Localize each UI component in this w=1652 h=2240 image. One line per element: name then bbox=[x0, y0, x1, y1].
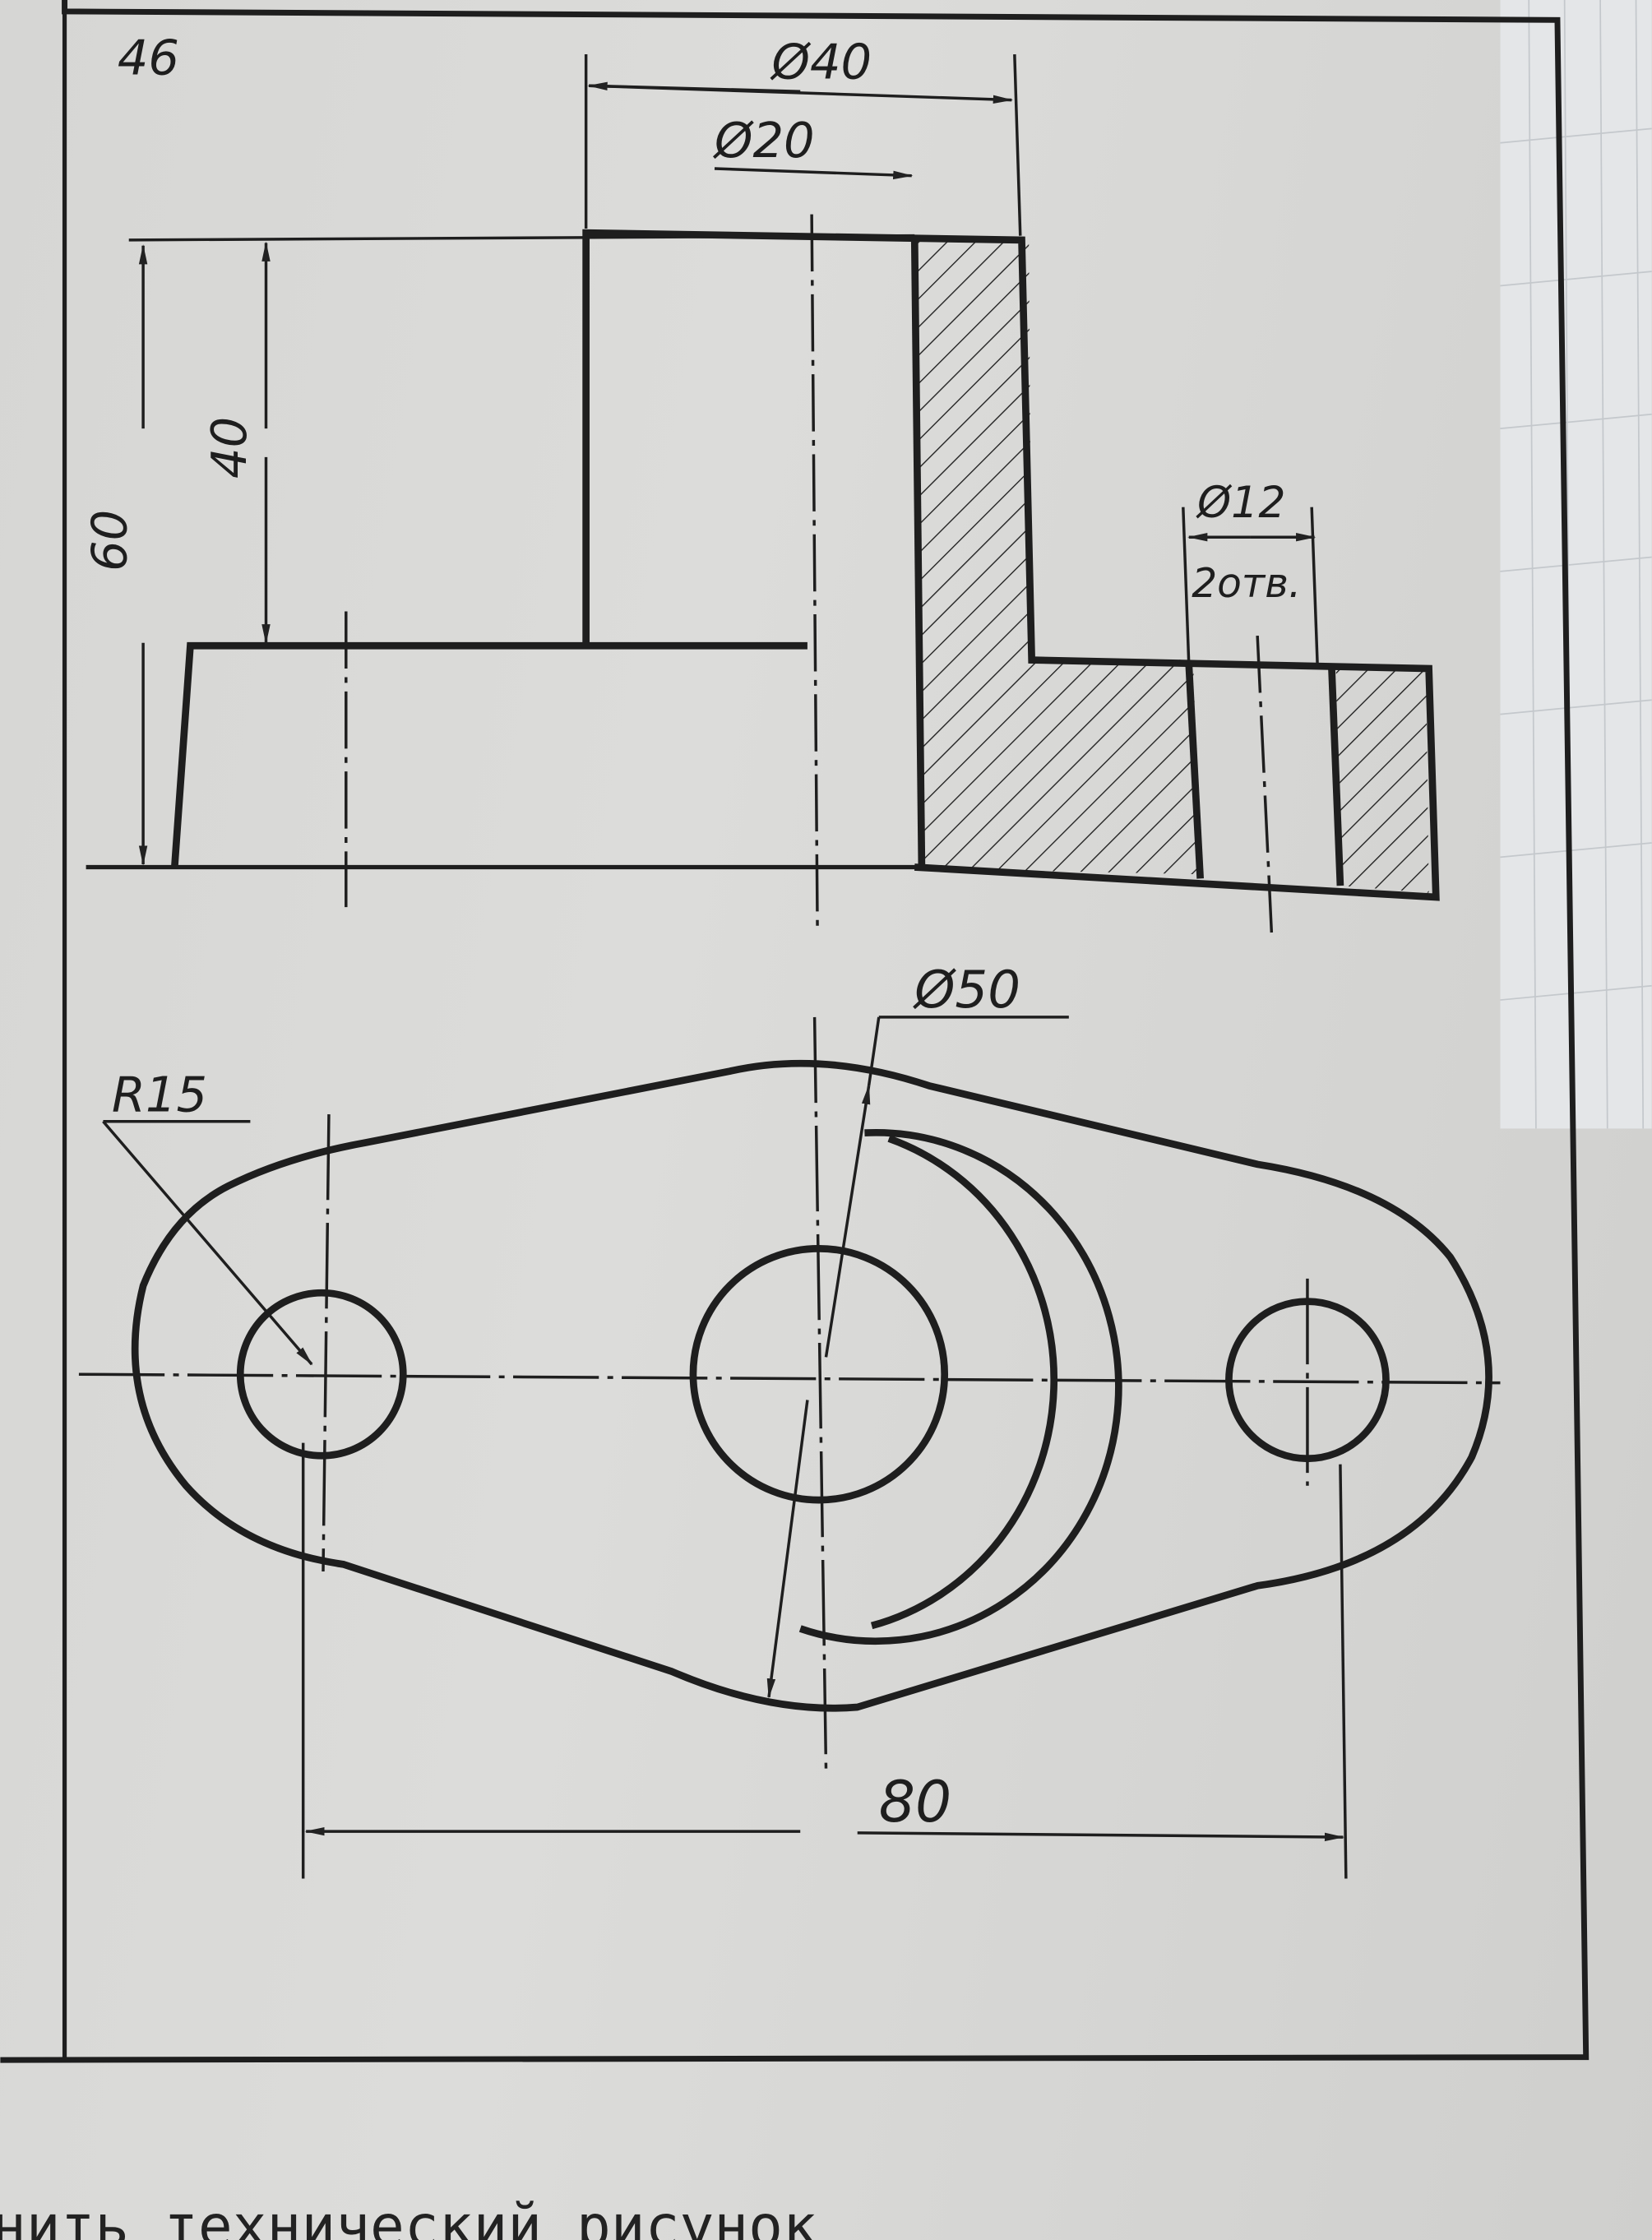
front-view bbox=[86, 53, 1440, 936]
center-lines bbox=[345, 214, 1274, 936]
dim-d20: Ø20 bbox=[712, 112, 815, 169]
dim-d12: Ø12 bbox=[1196, 479, 1285, 528]
dim-r15: R15 bbox=[112, 1067, 207, 1123]
dimension-lines bbox=[128, 53, 1319, 866]
top-center-lines bbox=[78, 1016, 1501, 1769]
dim-l80: 80 bbox=[879, 1770, 951, 1835]
drawing-number: 46 bbox=[118, 29, 179, 86]
dim-d50: Ø50 bbox=[912, 960, 1020, 1020]
flange-outline bbox=[131, 1059, 1492, 1712]
hatched-section-main bbox=[915, 239, 1201, 875]
grid-paper bbox=[1500, 0, 1652, 1129]
dim-d40: Ø40 bbox=[769, 34, 872, 90]
dim-h40: 40 bbox=[201, 417, 257, 479]
sheet-frame bbox=[0, 0, 1590, 2063]
dim-h60: 60 bbox=[81, 510, 137, 572]
hatched-section-right bbox=[1335, 669, 1429, 893]
boss-circle bbox=[798, 1128, 1122, 1645]
dim-holes-count: 2отв. bbox=[1192, 561, 1301, 607]
top-view bbox=[78, 1016, 1501, 1879]
caption-text: нить технический рисунок bbox=[0, 2194, 817, 2240]
